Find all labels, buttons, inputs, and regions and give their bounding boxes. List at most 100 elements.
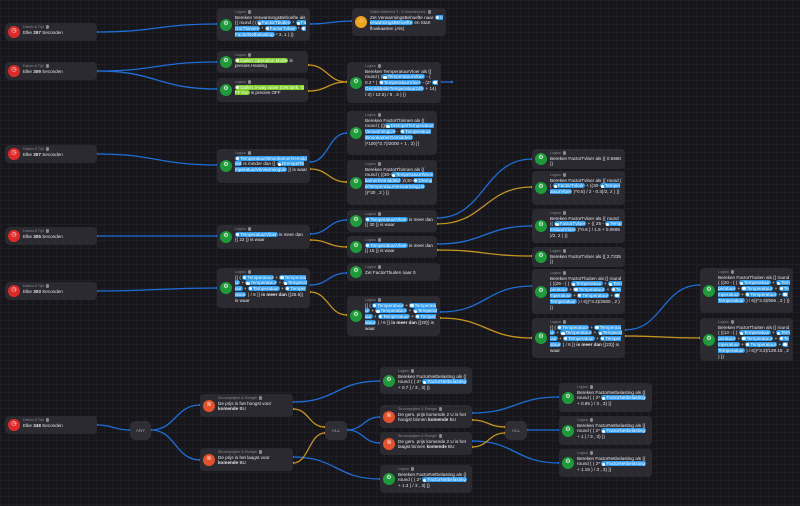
variable-token[interactable]: Temperatuur <box>745 291 778 297</box>
true-connection[interactable] <box>624 284 701 331</box>
variable-token[interactable]: TemperatuurVloer <box>235 231 278 237</box>
info-icon[interactable] <box>410 467 415 471</box>
any-node[interactable]: ANY <box>130 421 151 440</box>
true-connection[interactable] <box>292 456 381 480</box>
info-icon[interactable] <box>45 64 50 68</box>
variable-token[interactable]: Temperatuur <box>745 341 778 347</box>
variable-token[interactable]: Temperatuur <box>557 324 590 330</box>
info-icon[interactable] <box>247 10 252 14</box>
info-icon[interactable] <box>377 64 382 68</box>
info-icon[interactable] <box>45 229 50 233</box>
true-connection[interactable] <box>150 429 201 461</box>
info-icon[interactable] <box>562 173 567 177</box>
variable-token[interactable]: FactorNetbelasting <box>235 26 307 37</box>
true-connection[interactable] <box>96 61 218 72</box>
variable-token[interactable]: DrempelTemperatuurVerwarmingUit <box>365 178 433 189</box>
variable-token[interactable]: Temperatuur <box>577 292 610 298</box>
info-icon[interactable] <box>427 10 432 14</box>
variable-token[interactable]: FactorTvloer <box>264 26 297 32</box>
true-connection[interactable] <box>436 158 533 219</box>
variable-token[interactable]: Temperatuur <box>372 302 405 308</box>
true-connection[interactable] <box>309 219 348 235</box>
info-icon[interactable] <box>438 407 443 411</box>
false-connection[interactable] <box>471 432 506 448</box>
info-icon[interactable] <box>45 284 50 288</box>
false-connection[interactable] <box>309 168 348 183</box>
info-icon[interactable] <box>258 396 263 400</box>
variable-token[interactable]: TemperatuurVloer <box>365 216 408 222</box>
true-connection[interactable] <box>96 287 218 292</box>
false-connection[interactable] <box>309 239 348 248</box>
variable-token[interactable]: Temperatuur <box>247 286 280 292</box>
info-icon[interactable] <box>247 227 252 231</box>
variable-token[interactable]: GemiddeldeTemperatuur24h <box>365 80 438 91</box>
info-icon[interactable] <box>377 265 382 269</box>
variable-token[interactable]: VerwarmingsBehoefte <box>370 14 443 26</box>
false-connection[interactable] <box>307 64 348 83</box>
variable-token[interactable]: TemperatuurVloer <box>365 242 408 248</box>
variable-token[interactable]: FactorTvloer <box>552 183 585 189</box>
true-connection[interactable] <box>471 440 560 464</box>
flow-card-t[interactable]: ⚙Logica{{ ( Temperatuur + Temperatuur + … <box>532 318 625 358</box>
info-icon[interactable] <box>45 418 50 422</box>
all-node[interactable]: ALL <box>505 421 527 440</box>
variable-token[interactable]: FactorNetbelasting <box>422 477 468 483</box>
info-icon[interactable] <box>730 270 735 274</box>
info-icon[interactable] <box>562 151 567 155</box>
info-icon[interactable] <box>410 369 415 373</box>
true-connection[interactable] <box>471 396 560 414</box>
variable-token[interactable]: FactorNetbelasting <box>601 428 647 434</box>
info-icon[interactable] <box>45 147 50 151</box>
variable-token[interactable]: Temperatuur <box>738 280 771 286</box>
variable-token[interactable]: FactorTvloer <box>554 221 587 227</box>
variable-token[interactable]: Temperatuur <box>245 280 278 286</box>
false-connection[interactable] <box>307 81 348 92</box>
info-icon[interactable] <box>589 418 594 422</box>
true-connection[interactable] <box>150 404 201 431</box>
true-connection[interactable] <box>309 20 353 25</box>
variable-token[interactable]: TemperatuurWoonkamerGemiddeld <box>365 172 434 184</box>
variable-token[interactable]: FactorNetbelasting <box>601 395 647 401</box>
variable-token[interactable]: FactorTbuiten <box>256 20 292 26</box>
variable-token[interactable]: Temperatuur <box>242 274 275 280</box>
variable-token[interactable]: Temperatuur <box>377 314 410 320</box>
true-connection[interactable] <box>309 272 348 286</box>
true-connection[interactable] <box>292 380 381 403</box>
variable-token[interactable]: Temperatuur <box>573 287 606 293</box>
true-connection[interactable] <box>96 424 131 431</box>
variable-token[interactable]: DrempelTemperatuurVerwarmingUit <box>235 161 305 173</box>
false-connection[interactable] <box>292 408 326 428</box>
info-icon[interactable] <box>438 434 443 438</box>
device-token[interactable]: Daikin Operation Mode <box>235 57 289 63</box>
info-icon[interactable] <box>258 450 263 454</box>
info-icon[interactable] <box>247 53 252 57</box>
info-icon[interactable] <box>562 320 567 324</box>
true-connection[interactable] <box>436 225 533 245</box>
info-icon[interactable] <box>45 25 50 29</box>
variable-token[interactable]: Temperatuur <box>738 330 771 336</box>
